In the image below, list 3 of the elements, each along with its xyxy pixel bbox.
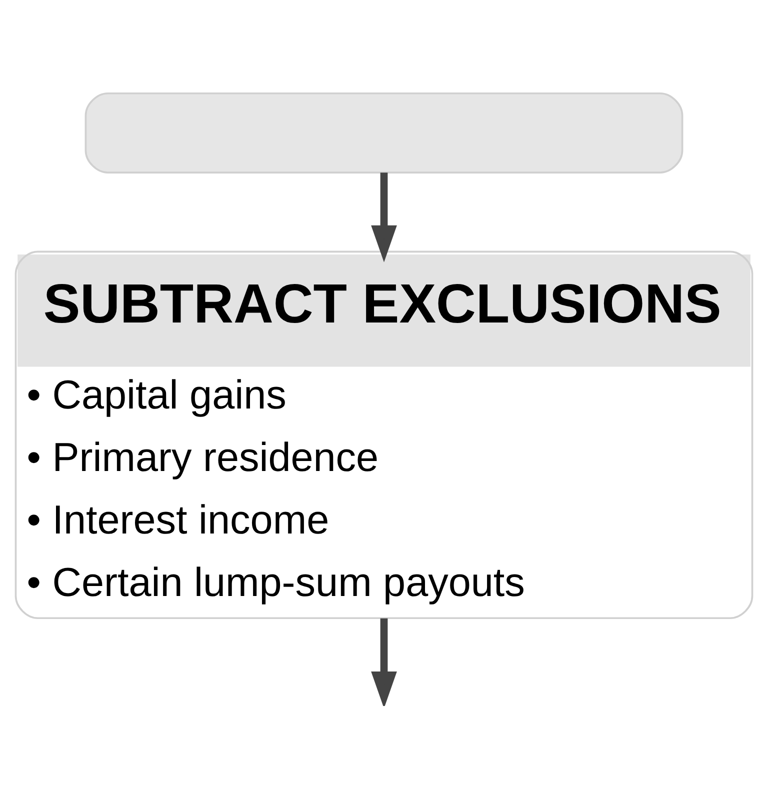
arrow <box>371 618 397 706</box>
arrow <box>371 172 397 262</box>
node-box <box>84 92 684 173</box>
